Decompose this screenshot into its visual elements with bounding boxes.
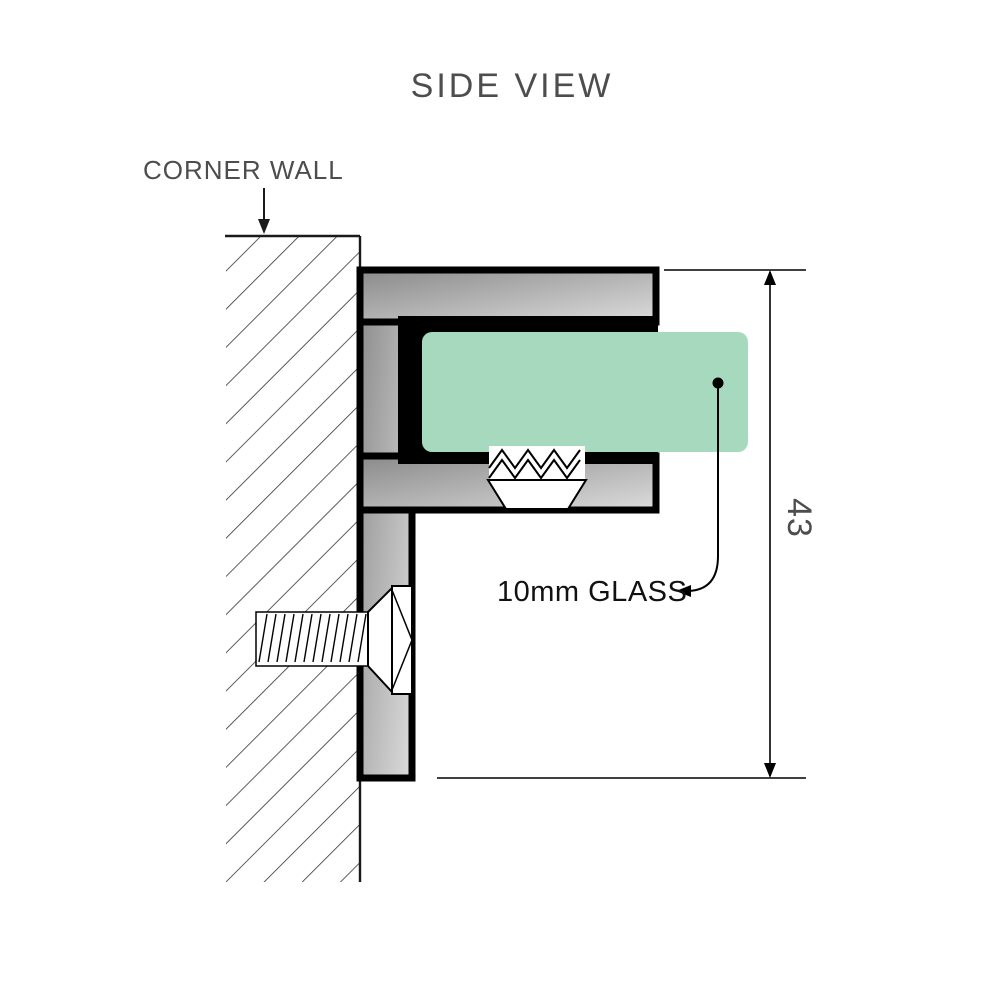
wall-section (225, 234, 362, 882)
leader-line (687, 383, 719, 592)
screw-countersink-line-top (391, 589, 413, 641)
gasket-cup (486, 479, 588, 510)
screw-thread-body (255, 611, 369, 667)
fixing-screw (255, 585, 413, 695)
dimension-value: 43 (780, 498, 818, 538)
glass-callout: 10mm GLASS (497, 377, 724, 608)
dimension-arrow-bottom-icon (764, 763, 776, 778)
bracket-top-arm (356, 266, 660, 326)
glass-panel (422, 332, 748, 452)
arrow-head-icon (258, 219, 270, 234)
gasket-spring-lower (488, 458, 581, 480)
screw-head-face (391, 585, 413, 695)
wall-hatching (226, 237, 360, 882)
page-title: SIDE VIEW (411, 67, 614, 105)
glass-label: 10mm GLASS (497, 576, 687, 608)
gasket-spring-upper (488, 448, 581, 470)
dimension-43: 43 (437, 269, 818, 779)
screw-countersink-line-bottom (391, 639, 413, 691)
corner-wall-label: CORNER WALL (143, 155, 344, 185)
dimension-arrow-top-icon (764, 270, 776, 285)
gasket-detail (486, 446, 588, 510)
leader-arrow-head-icon (676, 585, 691, 597)
corner-wall-arrow (258, 188, 270, 234)
screw-threads (258, 613, 367, 663)
